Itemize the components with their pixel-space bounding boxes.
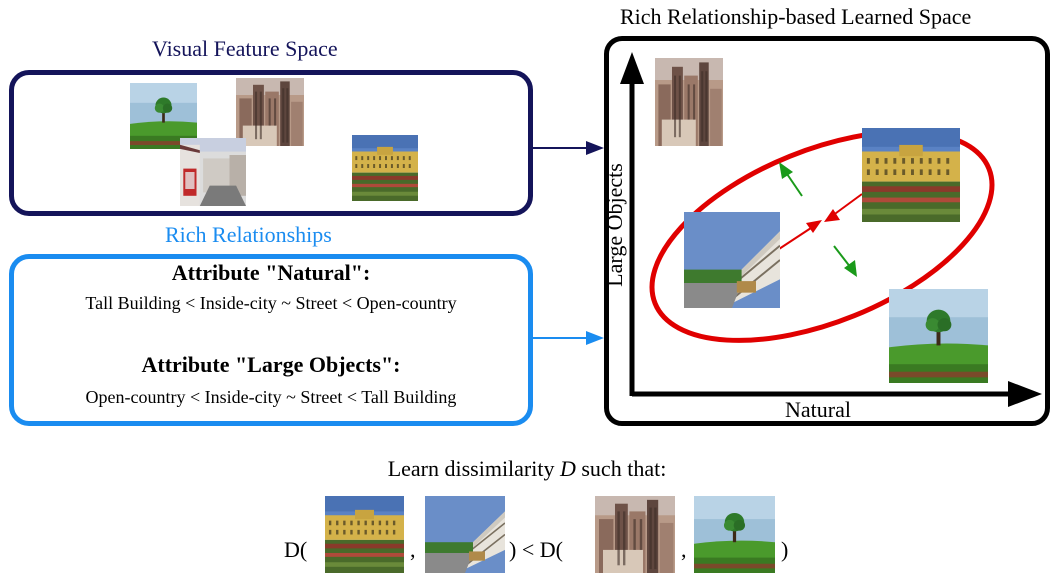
inequality-comma-2: , (681, 537, 687, 562)
space-tall-building-image (655, 58, 723, 146)
space-open-country-image (889, 289, 988, 383)
learn-caption-prefix: Learn dissimilarity (387, 456, 555, 481)
attract-arrow-right (824, 209, 840, 222)
rich-relationships-box (9, 254, 533, 426)
y-axis-arrowhead (620, 52, 644, 84)
space-palace-image (862, 128, 960, 222)
inequality-palace-image (325, 496, 404, 573)
attribute-natural-heading: Attribute "Natural": (171, 260, 371, 285)
connector-arrows (533, 141, 604, 345)
attribute-large-heading: Attribute "Large Objects": (141, 352, 401, 377)
x-axis-label: Natural (785, 397, 851, 422)
inequality-comma-1: , (410, 537, 416, 562)
inequality-d-open-1: D( (284, 537, 308, 562)
attract-arrow-left (806, 220, 822, 233)
inequality-close-2: ) (781, 537, 789, 562)
space-street-image (684, 212, 780, 308)
inequality-tall-building-image (595, 496, 675, 573)
cluster-ellipse (649, 129, 995, 343)
repel-arrow-down (844, 260, 857, 277)
rich-relationships-title: Rich Relationships (165, 222, 332, 247)
visual-feature-space-title: Visual Feature Space (152, 36, 338, 61)
tall-building-image (236, 78, 304, 146)
repel-arrow-up (779, 162, 793, 179)
visual-feature-space-box (9, 70, 533, 216)
inequality-open-country-image (694, 496, 775, 573)
attribute-natural-ordering: Tall Building < Inside-city ~ Street < O… (85, 293, 457, 313)
palace-image (352, 135, 418, 201)
attribute-large-ordering: Open-country < Inside-city ~ Street < Ta… (85, 387, 457, 407)
x-axis-arrowhead (1008, 381, 1042, 407)
learn-caption: Learn dissimilarity D such that: (0, 456, 1054, 482)
inside-city-street-image (180, 138, 246, 206)
learned-space-title: Rich Relationship-based Learned Space (620, 4, 972, 29)
learn-caption-suffix: such that: (581, 456, 667, 481)
learned-space-plot (620, 52, 1042, 407)
y-axis-label: Large Objects (602, 163, 627, 287)
learn-caption-variable: D (559, 456, 576, 481)
learned-space-box (604, 36, 1050, 426)
inequality-street-image (425, 496, 505, 573)
inequality-close-lt-d-open: ) < D( (509, 537, 563, 562)
